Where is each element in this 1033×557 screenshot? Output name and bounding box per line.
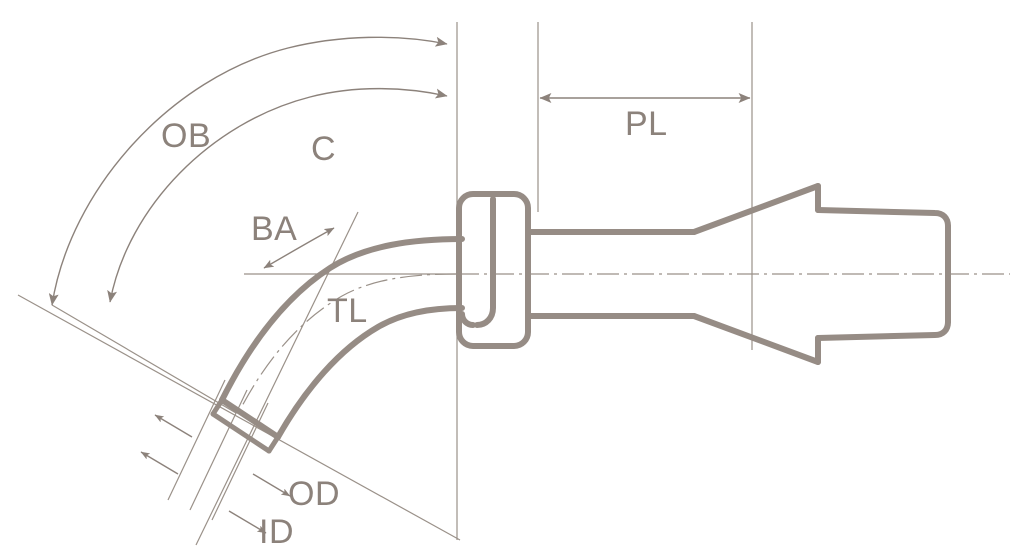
hex-nut-body xyxy=(456,191,531,349)
bend-leg-outer-construction-line xyxy=(51,304,237,414)
od-leader-left xyxy=(154,414,193,438)
bend-leg-axis-line xyxy=(17,294,461,541)
cut-end-construction-line-a xyxy=(167,379,226,501)
dimension-ob: OB xyxy=(48,36,448,306)
dimension-label-od: OD xyxy=(288,475,340,513)
body-end-barrel-lower xyxy=(815,319,951,341)
body-cone-upper xyxy=(691,183,821,235)
bent-tube-outline xyxy=(210,236,465,454)
dimension-label-ob: OB xyxy=(161,117,211,155)
dimension-label-tl: TL xyxy=(327,292,368,330)
body-cone-lower xyxy=(691,313,821,365)
od-leader-right xyxy=(252,473,291,497)
fitting-body-outline xyxy=(456,183,951,365)
tube-inner-wall xyxy=(275,305,465,440)
dimension-tl: TL xyxy=(327,292,368,330)
body-end-barrel-upper xyxy=(815,207,951,229)
ob-arc-line xyxy=(48,36,448,306)
id-leader-right xyxy=(228,510,267,534)
tube-bore-edge xyxy=(210,411,272,454)
dimension-ba: BA xyxy=(251,210,335,269)
dimension-c: C xyxy=(107,87,448,303)
dimension-pl: PL xyxy=(539,93,751,143)
tube-cut-end-face xyxy=(219,397,281,440)
tube-bore-cap-left xyxy=(210,397,225,417)
tube-bore-cap-right xyxy=(266,434,281,454)
ba-angle-arc xyxy=(263,227,335,269)
dimension-od: OD xyxy=(154,414,340,513)
dimension-id: ID xyxy=(140,451,294,551)
dimension-label-ba: BA xyxy=(251,210,297,248)
c-arc-line xyxy=(107,87,448,303)
dimension-label-id: ID xyxy=(259,513,294,551)
dimension-label-c: C xyxy=(311,130,336,168)
construction-lines xyxy=(17,22,753,546)
hex-nut-inner-face-lower xyxy=(459,311,476,328)
id-leader-left xyxy=(140,451,179,475)
dimension-label-pl: PL xyxy=(625,105,668,143)
hex-nut-inner-face xyxy=(474,196,496,328)
